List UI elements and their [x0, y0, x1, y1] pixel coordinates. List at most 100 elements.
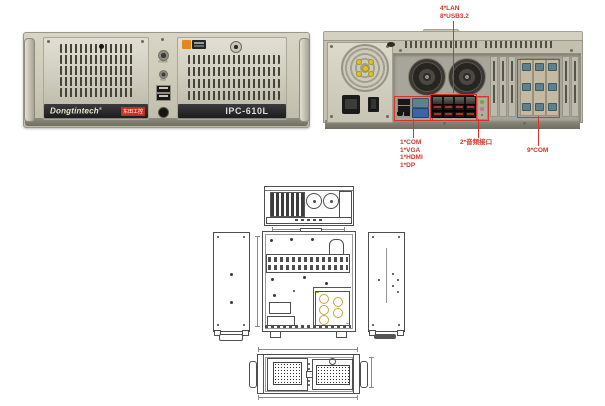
screw-icon: [386, 115, 389, 118]
drawing-right-panel-foot: [397, 330, 404, 336]
drawing-right-panel-handle: [374, 334, 396, 339]
front-left-door: Dongtintech® 东田工控: [43, 37, 149, 120]
dimension-tick: [258, 395, 259, 400]
brand-badge-cn: 东田工控: [120, 106, 145, 116]
brand-logo-text: Dongtintech®: [50, 106, 103, 116]
drawing-top-view-foot: [336, 331, 347, 338]
drawing-front-handle-left: [249, 361, 257, 388]
expansion-bracket: [508, 56, 516, 117]
com-card-bracket: [546, 58, 559, 116]
power-switch: [368, 97, 379, 112]
dimension-line: [258, 349, 358, 350]
screw-icon: [523, 122, 526, 125]
screw-icon: [330, 115, 333, 118]
reset-button: [158, 107, 169, 118]
hdd-led: [159, 70, 168, 79]
registered-mark: ®: [98, 106, 103, 112]
case-fan-icon: [448, 58, 486, 96]
model-name: IPC-610L: [225, 106, 269, 116]
vent-grille: [60, 44, 134, 53]
expansion-bracket: [571, 56, 579, 117]
drawing-psu-area: [339, 191, 352, 218]
fan-hub-dot: [356, 71, 362, 77]
front-chassis-base: [25, 118, 308, 126]
db9-connector: [548, 83, 557, 91]
screw-icon: [386, 45, 389, 48]
case-fan-icon: [408, 58, 446, 96]
io-highlight-box: [394, 96, 433, 121]
usb3-port: [465, 104, 476, 111]
fan-hub-dot: [356, 59, 362, 65]
drawing-fan: [323, 193, 339, 209]
dimension-tick: [255, 326, 260, 327]
db9-connector: [522, 83, 531, 91]
vent-grille: [188, 55, 280, 64]
front-panel-photo: Dongtintech® 东田工控 POWER HDD: [23, 32, 310, 128]
drawing-top-view-foot: [270, 331, 281, 338]
usb3-port: [454, 111, 465, 118]
psu-fan-icon: [341, 44, 389, 92]
db9-connector: [548, 103, 557, 111]
annotation-audio: 2*音频接口: [460, 139, 493, 146]
annotation-lan-usb: 4*LAN 8*USB3.2: [440, 5, 469, 20]
front-right-door: IPC-610L: [177, 37, 287, 120]
drawing-bottom-strip: [266, 217, 352, 224]
vent-grille: [60, 66, 134, 75]
leader-line-audio: [478, 119, 479, 138]
drawing-top-view: [262, 231, 356, 332]
db9-connector: [535, 103, 544, 111]
dimension-tick: [255, 236, 260, 237]
drawing-vent-grid: [316, 365, 350, 385]
drawing-card-guide-bar: [266, 254, 350, 273]
drawing-right-panel-foot: [369, 330, 376, 336]
dimension-line: [257, 236, 258, 326]
fan-hub-dot: [368, 59, 374, 65]
leader-line-io: [413, 119, 414, 138]
front-model-strip: IPC-610L: [178, 104, 286, 118]
drawing-front-handle-right: [360, 361, 368, 388]
dimension-tick: [357, 395, 358, 400]
drawing-left-panel-foot: [242, 330, 249, 336]
db9-connector: [522, 63, 531, 71]
drawing-left-panel-handle: [219, 334, 243, 341]
db9-connector: [548, 63, 557, 71]
rear-chassis-base: [325, 120, 580, 129]
dimension-tick: [369, 387, 374, 388]
vent-grille: [60, 88, 134, 97]
front-brand-strip: Dongtintech® 东田工控: [44, 104, 148, 118]
drawing-fan: [306, 193, 322, 209]
drawing-left-panel: [213, 232, 250, 332]
dimension-tick: [272, 227, 273, 232]
vent-grille: [188, 79, 280, 88]
usb3-port: [465, 111, 476, 118]
com-port: [412, 98, 429, 108]
drawing-slot-hatch: [270, 192, 305, 217]
screw-icon: [399, 49, 402, 52]
screw-icon: [330, 45, 333, 48]
usb3-port: [432, 104, 443, 111]
annotation-io: 1*COM 1*VGA 1*HDMI 1*DP: [400, 139, 423, 169]
leader-line-lan-usb: [453, 21, 454, 93]
screw-icon: [481, 114, 483, 116]
dimension-tick: [258, 347, 259, 352]
audio-jack-pink: [480, 107, 484, 111]
screw-icon: [141, 40, 144, 43]
vent-grille: [60, 77, 134, 86]
expansion-bracket: [490, 56, 498, 117]
dp-port: [404, 112, 410, 116]
drawing-drive-bay: [315, 291, 350, 326]
audio-highlight-box: [476, 96, 489, 121]
front-control-column: POWER HDD: [151, 37, 175, 119]
usb-port: [156, 93, 171, 101]
vent-grille: [188, 67, 280, 76]
drawing-vent-grid: [273, 362, 302, 385]
drawing-front-view: [257, 354, 360, 394]
usb3-port: [443, 111, 454, 118]
audio-jack-bracket: [477, 97, 488, 120]
vent-grille: [188, 91, 280, 100]
lan-usb-block: [431, 95, 476, 118]
drawing-keylock: [329, 358, 336, 365]
dimension-line: [371, 357, 372, 388]
lan-usb-highlight-box: [430, 94, 477, 121]
